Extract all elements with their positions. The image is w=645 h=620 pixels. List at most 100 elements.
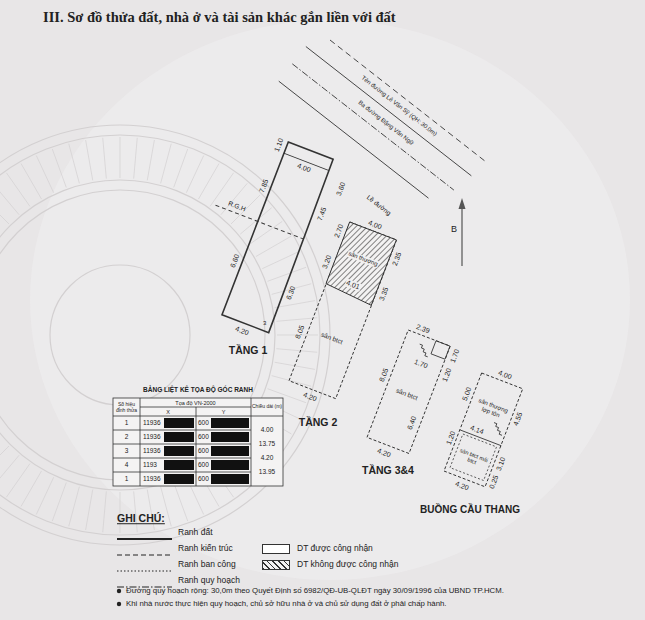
legend-line [117, 587, 172, 588]
legend-line [117, 555, 172, 556]
legend-line [117, 551, 172, 559]
floor3-details [431, 341, 450, 359]
dimension-label: 8.05 [294, 324, 306, 339]
table-title: BẢNG LIỆT KÊ TỌA ĐỘ GÓC RANH [143, 386, 253, 393]
coordinate-table [113, 398, 283, 486]
dimension-label: 6.60 [229, 253, 241, 268]
table-cell: 600 [198, 475, 209, 482]
seal-ornament [86, 140, 93, 180]
seal-ornament [21, 471, 42, 507]
seal-ornament [268, 267, 307, 281]
area-label: sân thượng lợp tôn [474, 397, 510, 421]
seal-ornament [50, 265, 190, 405]
legend-text: Ranh kiến trúc [178, 544, 233, 553]
street-name: Ba đường Đặng Văn Ngữ [357, 99, 415, 146]
north-arrow [461, 206, 462, 266]
dimension-label: 1.20 [441, 367, 453, 382]
dimension-label: 7.45 [315, 206, 327, 221]
street-lines [292, 64, 454, 190]
note: Khi nhà nước thực hiện quy hoạch, chủ sở… [126, 600, 447, 609]
seal-ornament [0, 125, 330, 545]
dimension-label: 5.00 [461, 386, 473, 401]
seal-ornament [6, 173, 30, 207]
floor-plan: sân btct mái btct [450, 434, 497, 481]
seal-ornament [174, 483, 188, 522]
seal-ornament [276, 318, 317, 322]
table-header: Chiều dài (m) [252, 404, 282, 410]
redaction [211, 460, 249, 470]
seal-ornament [52, 483, 66, 522]
dimension-label: 6.40 [406, 415, 418, 430]
seal-ornament [120, 137, 121, 178]
legend-swatch [117, 577, 172, 585]
title: III. Sơ đồ thửa đất, nhà ở và tài sản kh… [43, 10, 396, 26]
seal-ornament [276, 349, 317, 353]
table-cell: 4 [125, 461, 129, 468]
table-cell: 4.20 [261, 454, 274, 461]
legend-text: Ranh ban công [178, 560, 236, 569]
dimension-label: 3.20 [321, 254, 333, 269]
legend-line [117, 567, 172, 575]
dimension-label: 3.10 [495, 456, 507, 471]
dimension-label: 1.70 [413, 358, 428, 370]
dimension-label: 3.35 [377, 286, 389, 301]
coordinate-table [140, 407, 251, 408]
table-cell: 11936 [143, 433, 161, 440]
dimension-label: 4.20 [234, 325, 249, 337]
table-header: X [166, 408, 170, 414]
seal-ornament [103, 491, 107, 532]
seal-ornament [221, 183, 247, 214]
legend-text: DT được công nhận [297, 544, 373, 553]
coordinate-table [251, 398, 252, 486]
seal-ornament [199, 164, 220, 200]
legend-swatch [117, 545, 172, 553]
seal-ornament [0, 183, 19, 214]
legend-swatch [117, 561, 172, 569]
plan-outline [367, 330, 450, 453]
table-header: Y [222, 408, 226, 414]
redaction [211, 474, 249, 484]
seal-ornament [0, 446, 9, 475]
legend-line [117, 535, 172, 543]
dimension-label: 7.85 [258, 178, 270, 193]
table-cell: 600 [198, 433, 209, 440]
seal-ornament [103, 138, 107, 179]
floor1-details [216, 205, 304, 239]
dimension-label: 4.20 [377, 447, 392, 459]
seal-ornament [161, 144, 172, 184]
note: Đường quy hoạch rộng: 30,0m theo Quyết Đ… [126, 587, 504, 596]
floor-heading: TẦNG 1 [229, 345, 268, 357]
vertex-number: 3 [263, 319, 266, 326]
floor-plan: TẦNG 3&4sân btct [367, 330, 450, 453]
redaction [164, 418, 194, 428]
coordinate-table [140, 398, 141, 486]
table-cell: 1 [125, 475, 129, 482]
legend-swatch [262, 544, 290, 554]
table-cell: 11936 [143, 419, 161, 426]
dimension-label: 2.35 [391, 251, 403, 266]
coordinate-table [113, 472, 251, 473]
seal-ornament [134, 138, 138, 179]
table-cell: 600 [198, 419, 209, 426]
dimension-label: 4.20 [454, 480, 469, 492]
dimension-label: 1.70 [449, 348, 461, 363]
north-arrow [459, 198, 466, 266]
plan-outline [222, 142, 333, 333]
floor3-details [416, 344, 430, 357]
table-cell: 13.75 [259, 440, 275, 447]
seal-ornament [0, 455, 19, 486]
note-bullets [117, 589, 121, 606]
legend-heading: GHI CHÚ: [117, 513, 165, 525]
street-lines [279, 81, 429, 198]
dimension-label: 1.10 [273, 137, 285, 152]
paper-light [30, 20, 630, 580]
table-cell: 11936 [143, 475, 161, 482]
table-cell: 2 [125, 433, 129, 440]
legend-line [117, 571, 172, 572]
seal-ornament [186, 156, 203, 193]
seal-ornament [69, 487, 80, 527]
note-bullets [117, 602, 121, 606]
redaction [164, 460, 194, 470]
coordinate-table [113, 416, 283, 417]
dimension-label: 4.00 [497, 369, 512, 381]
